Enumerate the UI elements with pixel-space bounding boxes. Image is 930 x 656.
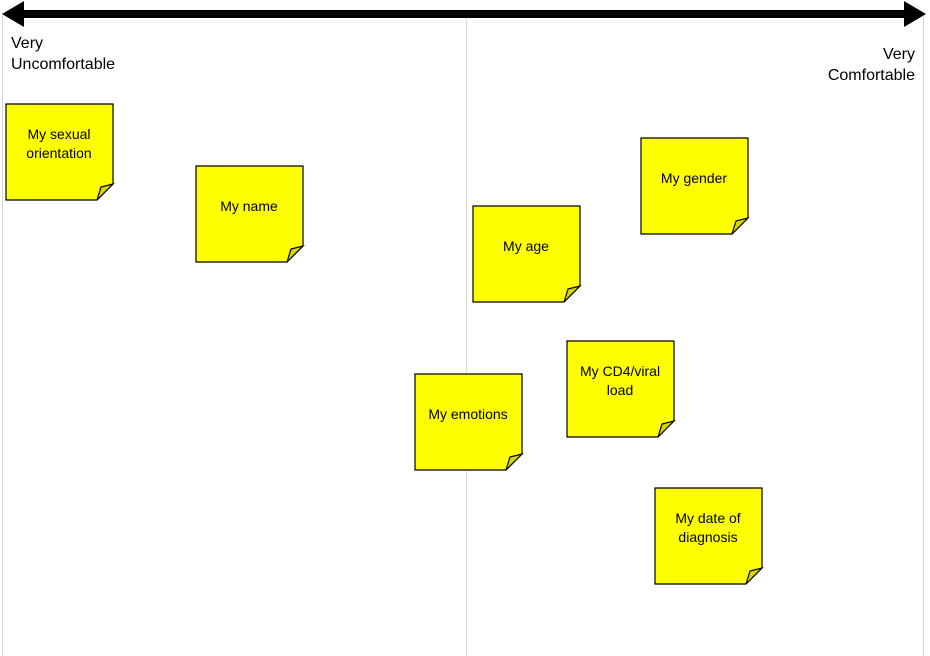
right-label-line-1: Very — [882, 46, 915, 63]
sticky-note-age[interactable]: My age — [472, 205, 582, 303]
note-text: My gender — [660, 169, 728, 186]
note-text: My name — [220, 197, 278, 214]
left-label-line-1: Very — [11, 35, 44, 52]
left-guide-line — [2, 14, 3, 656]
sticky-note-name[interactable]: My name — [195, 165, 305, 263]
note-text: My age — [503, 237, 549, 254]
note-text: My date of diagnosis — [675, 510, 741, 545]
note-text: My emotions — [428, 405, 508, 422]
very-comfortable-label: Very Comfortable — [828, 44, 915, 86]
center-guide-line — [466, 14, 467, 656]
sticky-note-cd4-viral-load[interactable]: My CD4/viral load — [566, 340, 676, 438]
note-text: My CD4/viral load — [579, 363, 661, 398]
arrow-head-right — [904, 1, 926, 27]
sticky-note-emotions[interactable]: My emotions — [414, 373, 524, 471]
right-guide-line — [923, 14, 924, 656]
left-label-line-2: Uncomfortable — [11, 56, 116, 73]
arrow-head-left — [2, 1, 24, 27]
double-arrow-icon — [2, 1, 926, 27]
note-text: My sexual orientation — [26, 126, 92, 161]
very-uncomfortable-label: Very Uncomfortable — [11, 33, 115, 75]
sticky-note-sexual-orientation[interactable]: My sexual orientation — [5, 103, 115, 201]
sticky-note-gender[interactable]: My gender — [640, 137, 750, 235]
sticky-note-date-of-diagnosis[interactable]: My date of diagnosis — [654, 487, 764, 585]
right-label-line-2: Comfortable — [827, 67, 915, 84]
